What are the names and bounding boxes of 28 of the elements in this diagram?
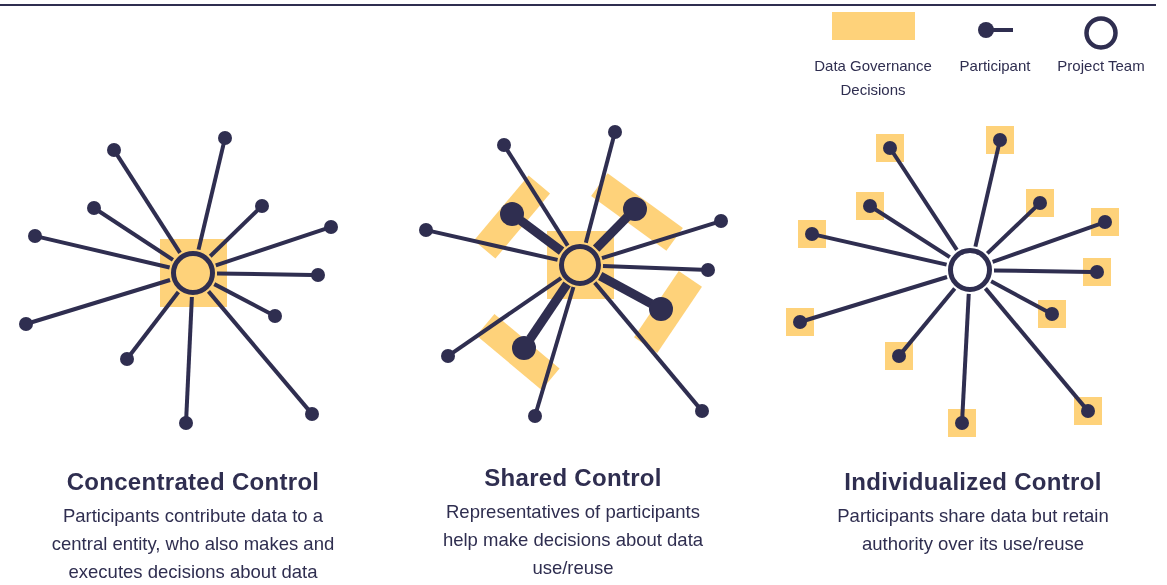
panel-title: Concentrated Control bbox=[66, 467, 320, 497]
connector-line bbox=[431, 229, 558, 262]
connector-line bbox=[216, 271, 313, 277]
connector-line bbox=[601, 220, 716, 261]
connector-line bbox=[592, 213, 631, 252]
connector-line bbox=[534, 286, 576, 411]
connector-line bbox=[206, 290, 310, 411]
connector-line bbox=[184, 296, 194, 418]
connector-line bbox=[213, 282, 271, 315]
connector-line bbox=[993, 268, 1092, 274]
connector-line bbox=[983, 287, 1086, 408]
connector-line bbox=[215, 227, 326, 268]
connector-line bbox=[31, 278, 171, 325]
connector-line bbox=[960, 293, 971, 418]
panel-description: Representatives of participants help make decisions about data use/reuse bbox=[441, 500, 705, 580]
legend-text: Project Team bbox=[1057, 56, 1145, 76]
connector-line bbox=[593, 281, 700, 408]
connector-line bbox=[990, 279, 1048, 313]
panel-title: Individualized Control bbox=[844, 467, 1102, 497]
panel-title: Shared Control bbox=[484, 463, 662, 493]
legend-text: Participant bbox=[959, 56, 1031, 76]
panel-description: Participants share data but retain authority over its use/reuse bbox=[836, 504, 1110, 556]
connector-line bbox=[583, 137, 616, 244]
panel-description: Participants contribute data to a central entity, who also makes and executes decisions about data bbox=[50, 504, 336, 584]
connector-line bbox=[196, 143, 226, 251]
connector-line bbox=[602, 263, 703, 272]
connector-line bbox=[40, 235, 171, 270]
legend-text: Data Governance Decisions bbox=[813, 56, 933, 100]
